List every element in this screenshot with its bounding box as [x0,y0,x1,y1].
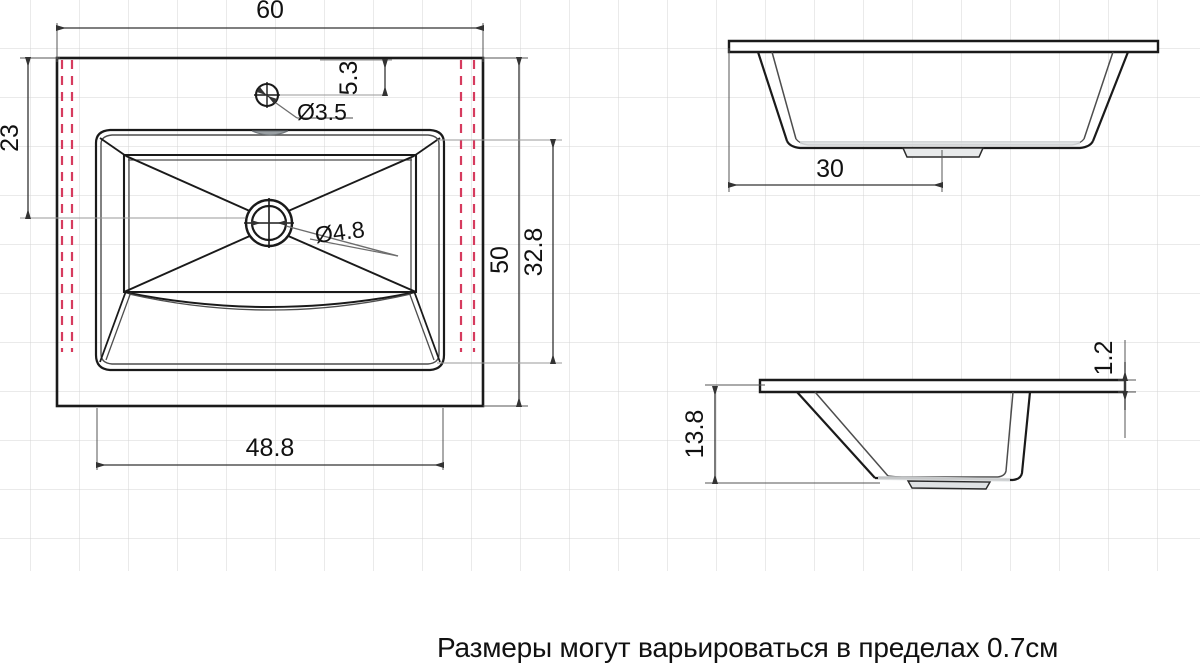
tolerance-note: Размеры могут варьироваться в пределах 0… [437,632,1059,663]
corner-fold-top-left [99,137,127,157]
dim-basin-width: 48.8 [96,408,444,470]
dim-label-rim-thickness: 1.2 [1090,341,1118,376]
dim-label-basin-height: 13.8 [681,410,709,459]
dim-label-faucet-hole-offset: 5.3 [335,61,363,96]
front-right-wall-inner [1083,51,1114,140]
basin-rim-outline [94,128,446,372]
dim-label-basin-depth: 32.8 [520,228,548,277]
slope-line-bottom-right [285,234,417,293]
dim-label-faucet-diameter: Ø3.5 [297,99,347,125]
side-left-wall-inner [814,391,889,477]
dim-faucet-hole-offset: 5.3 [320,59,392,96]
top-view: Ø4.8 Ø3.5 60 2 [0,0,562,470]
bowl-floor-bottom-curve [123,291,417,308]
front-left-wall-outer [756,51,789,142]
dim-overall-depth: 50 [483,57,528,407]
side-right-wall-inner [997,391,1014,478]
side-drain-boss [906,480,992,490]
countertop-outline [55,56,485,408]
dim-rim-thickness: 1.2 [1090,340,1136,438]
dim-label-overall-depth: 50 [486,246,514,274]
front-left-wall-inner [771,51,797,140]
graph-paper-grid [0,0,1200,571]
dim-basin-height: 13.8 [681,384,880,484]
front-section-view: 30 [727,39,1160,192]
corner-fold-top-right [413,137,441,157]
slope-line-bottom-left [123,234,253,293]
bowl-floor-bottom-curve-inner [128,293,412,311]
side-section-view: 13.8 1.2 [681,340,1136,490]
dim-basin-depth: 32.8 [437,139,562,364]
dim-label-basin-width: 48.8 [246,434,295,462]
front-drain-boss [901,147,985,158]
drain-leader-line [285,225,399,257]
dim-label-depth-to-centerline: 23 [0,124,24,152]
faucet-leader-line [275,102,298,119]
slope-line-top-left [125,155,253,213]
dim-drain-offset-front: 30 [728,48,943,192]
faucet-diameter-arrow [256,86,278,105]
slope-line-top-right [285,155,415,213]
corner-fold-bottom-right [413,290,441,363]
overflow-notch [251,130,289,136]
front-right-wall-outer [1091,51,1130,142]
dim-label-drain-diameter: Ø4.8 [313,216,366,248]
front-bowl-floor-shade [800,141,1080,146]
dim-label-overall-width: 60 [256,0,284,24]
dim-label-drain-offset-front: 30 [816,155,844,183]
basin-rim-inner-edge [100,134,440,365]
side-left-wall-outer [796,391,876,479]
front-rim-slab [727,39,1160,54]
dim-overall-width: 60 [56,0,484,62]
corner-fold-bottom-right-inner [408,291,435,361]
corner-fold-bottom-left [99,290,127,363]
side-rim-slab [758,378,1127,394]
dim-depth-to-centerline: 23 [0,57,245,219]
corner-fold-bottom-left-inner [105,291,132,361]
side-right-wall-outer [1012,391,1032,482]
drain-leader-shelf [309,238,399,257]
